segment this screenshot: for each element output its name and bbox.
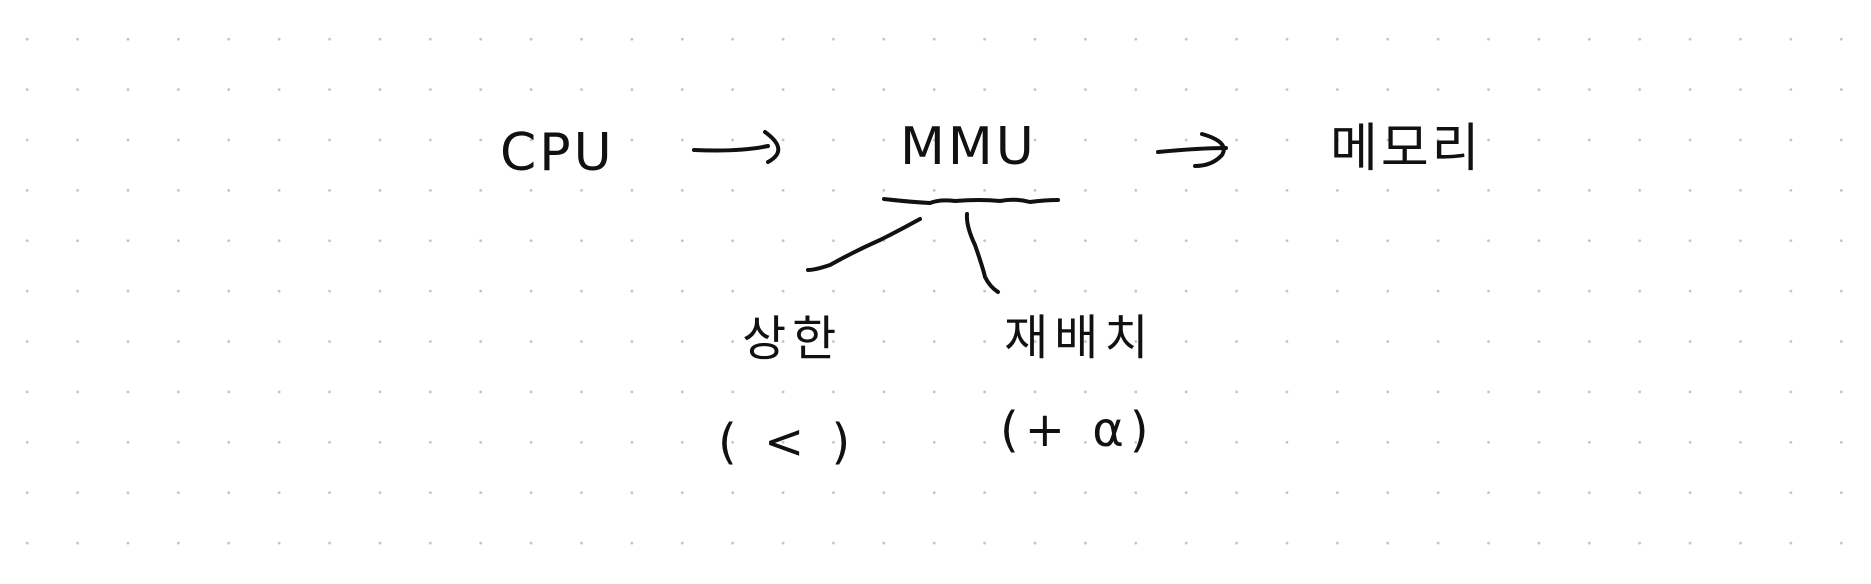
arrow-head: [763, 130, 781, 164]
limit-condition: ( < ): [718, 414, 856, 470]
arrow-shaft: [692, 144, 770, 153]
relocation-condition: (+ α): [1000, 402, 1155, 458]
branch-line-relocation: [964, 212, 1000, 294]
mmu-underline: [882, 197, 1060, 205]
arrow-shaft: [1156, 146, 1228, 154]
mmu-label: MMU: [900, 117, 1037, 177]
cpu-label: CPU: [500, 123, 615, 183]
arrow-mmu-to-memory: [1156, 132, 1228, 168]
limit-label: 상한: [742, 311, 842, 367]
arrow-cpu-to-mmu: [692, 130, 781, 164]
memory-label: 메모리: [1330, 119, 1483, 179]
arrow-head: [1193, 132, 1226, 168]
relocation-label: 재배치: [1004, 310, 1154, 366]
branch-line-limit: [806, 217, 922, 272]
